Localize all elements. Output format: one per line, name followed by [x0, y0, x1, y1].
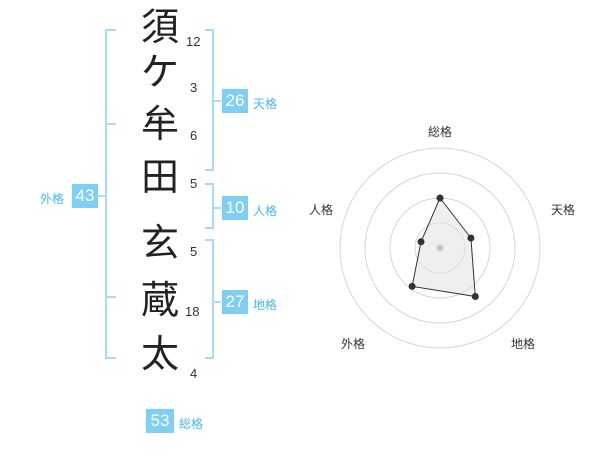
jinkaku-bracket — [205, 183, 214, 229]
stroke-count-6: 18 — [185, 304, 200, 319]
radar-label-jinkaku: 人格 — [309, 203, 334, 217]
stroke-count-4: 5 — [190, 176, 198, 191]
name-char-6: 蔵 — [140, 278, 179, 322]
stroke-count-7: 4 — [190, 366, 198, 381]
chikaku-label: 地格 — [253, 298, 278, 312]
name-char-7: 太 — [140, 332, 179, 376]
radar-point-4 — [408, 282, 416, 290]
radar-label-chikaku: 地格 — [511, 337, 536, 351]
radar-label-tenkaku: 天格 — [551, 203, 576, 217]
stroke-count-3: 6 — [190, 128, 198, 143]
stroke-count-5: 5 — [190, 244, 198, 259]
radar-point-3 — [471, 293, 479, 300]
radar-point-2 — [467, 234, 475, 242]
radar-point-1 — [436, 194, 444, 202]
soukaku-label: 総格 — [179, 417, 204, 431]
radar-grid-ring-4 — [339, 147, 541, 349]
name-char-5: 玄 — [140, 221, 179, 265]
soukaku-value: 53 — [146, 409, 174, 433]
jinkaku-label: 人格 — [253, 204, 278, 218]
chikaku-value: 27 — [222, 290, 248, 314]
radar-label-gaikaku: 外格 — [341, 337, 366, 351]
radar-data-area — [411, 197, 476, 298]
name-char-3: 牟 — [140, 102, 179, 146]
chikaku-bracket — [205, 239, 214, 359]
name-char-4: 田 — [140, 155, 179, 199]
radar-grid-ring-3 — [364, 172, 516, 324]
radar-point-5 — [417, 238, 425, 246]
jinkaku-value: 10 — [222, 196, 248, 220]
stroke-count-1: 12 — [186, 34, 201, 49]
tenkaku-value: 26 — [222, 89, 248, 113]
gaikaku-value: 43 — [72, 184, 98, 208]
name-char-1: 須 — [140, 5, 179, 49]
tenkaku-label: 天格 — [253, 97, 278, 111]
gaikaku-bracket — [105, 29, 116, 359]
name-char-2: ケ — [140, 50, 179, 94]
radar-label-soukaku: 総格 — [428, 125, 453, 139]
stroke-count-2: 3 — [190, 80, 198, 95]
gaikaku-label: 外格 — [40, 192, 65, 206]
radar-center-dot — [436, 244, 444, 252]
